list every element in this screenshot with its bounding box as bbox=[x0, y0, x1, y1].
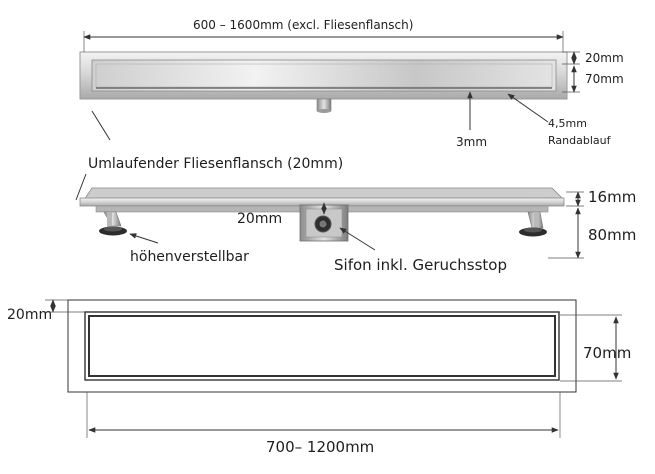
view1-slot-label: 3mm bbox=[456, 135, 488, 149]
view3-length-label: 700– 1200mm bbox=[266, 438, 375, 456]
view2-leader-lines bbox=[75, 173, 376, 251]
view2-outlet-label: 20mm bbox=[237, 211, 283, 227]
view2-foot-right bbox=[519, 211, 547, 237]
view2-feet-height-label: 80mm bbox=[588, 226, 637, 244]
view3-height-label: 70mm bbox=[583, 344, 632, 362]
view3-outline-drawing bbox=[67, 299, 577, 393]
view1-height-total-label: 70mm bbox=[585, 72, 624, 86]
view1-height-top-label: 20mm bbox=[585, 51, 624, 65]
view1-channel-photo bbox=[79, 51, 568, 113]
view1-edge-label-line2: Randablauf bbox=[548, 134, 611, 147]
view2-flange-label: Umlaufender Fliesenflansch (20mm) bbox=[88, 156, 344, 172]
view2-flange-height-label: 16mm bbox=[588, 188, 637, 206]
view2-siphon-label: Sifon inkl. Geruchsstop bbox=[334, 256, 507, 274]
view1-width-label: 600 – 1600mm (excl. Fliesenflansch) bbox=[193, 18, 414, 32]
view3-flange-width-label: 20mm bbox=[7, 307, 53, 323]
view2-dimensions bbox=[321, 191, 584, 259]
view1-width-dimension bbox=[83, 31, 564, 52]
view2-siphon bbox=[299, 204, 349, 242]
view1-edge-label-line1: 4,5mm bbox=[548, 117, 587, 130]
view3-dimensions bbox=[45, 299, 622, 438]
view2-foot-left bbox=[99, 211, 127, 236]
view2-feet-label: höhenverstellbar bbox=[130, 249, 249, 265]
view1-leader-lines bbox=[91, 91, 549, 141]
view1-height-dimensions bbox=[562, 51, 580, 93]
